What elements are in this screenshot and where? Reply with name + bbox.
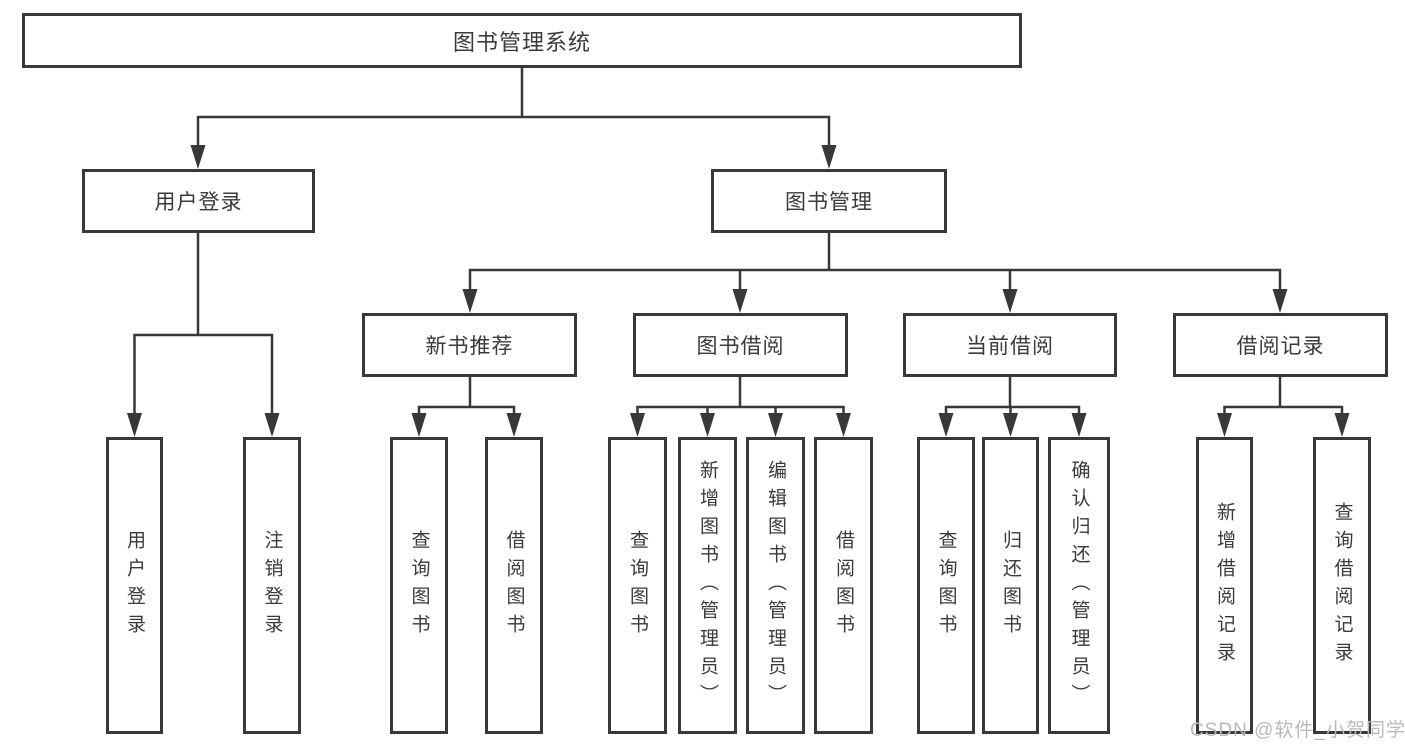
leaf-query-books-borrow: 查询图书: [608, 437, 667, 734]
leaf-label: 借阅图书: [503, 529, 525, 642]
csdn-watermark: CSDN @软件_小贺同学: [1190, 720, 1405, 741]
node-label: 图书管理: [785, 191, 873, 214]
leaf-label: 编辑图书（管理员）: [765, 459, 786, 712]
leaf-label: 归还图书: [1000, 529, 1021, 642]
node-root: 图书管理系统: [22, 13, 1022, 68]
leaf-borrow-books-recommend: 借阅图书: [485, 437, 543, 734]
leaf-label: 新增图书（管理员）: [697, 459, 718, 712]
node-book-management: 图书管理: [711, 169, 947, 233]
leaf-label: 确认归还（管理员）: [1068, 459, 1090, 712]
leaf-query-borrow-record: 查询借阅记录: [1313, 437, 1371, 734]
leaf-label: 查询图书: [627, 529, 648, 642]
leaf-label: 注销登录: [261, 529, 283, 642]
leaf-query-books-current: 查询图书: [917, 437, 975, 734]
node-borrow-records: 借阅记录: [1173, 313, 1388, 377]
leaf-confirm-return-admin: 确认归还（管理员）: [1048, 437, 1110, 734]
leaf-label: 用户登录: [124, 529, 145, 642]
node-label: 用户登录: [154, 191, 243, 214]
leaf-label: 查询借阅记录: [1331, 501, 1353, 670]
node-user-login: 用户登录: [82, 169, 315, 233]
node-new-book-recommend: 新书推荐: [362, 313, 577, 377]
leaf-label: 新增借阅记录: [1214, 501, 1235, 670]
node-root-label: 图书管理系统: [452, 29, 591, 55]
leaf-label: 查询图书: [935, 529, 957, 642]
leaf-logout: 注销登录: [243, 437, 301, 734]
leaf-query-books-recommend: 查询图书: [390, 437, 448, 734]
leaf-label: 借阅图书: [833, 529, 854, 642]
node-label: 当前借阅: [966, 335, 1054, 358]
node-label: 图书借阅: [696, 335, 785, 358]
leaf-add-borrow-record: 新增借阅记录: [1196, 437, 1253, 734]
leaf-label: 查询图书: [408, 529, 430, 642]
node-current-borrow: 当前借阅: [903, 313, 1117, 377]
leaf-borrow-books-borrow: 借阅图书: [814, 437, 873, 734]
connector-paths: [133, 66, 1344, 417]
node-label: 借阅记录: [1236, 335, 1325, 358]
arrowhead-triangles: [127, 145, 1350, 437]
node-label: 新书推荐: [425, 335, 514, 358]
leaf-add-book-admin: 新增图书（管理员）: [678, 437, 737, 734]
node-book-borrow: 图书借阅: [633, 313, 848, 377]
leaf-return-book: 归还图书: [982, 437, 1039, 734]
leaf-edit-book-admin: 编辑图书（管理员）: [746, 437, 805, 734]
leaf-user-login: 用户登录: [106, 437, 163, 734]
